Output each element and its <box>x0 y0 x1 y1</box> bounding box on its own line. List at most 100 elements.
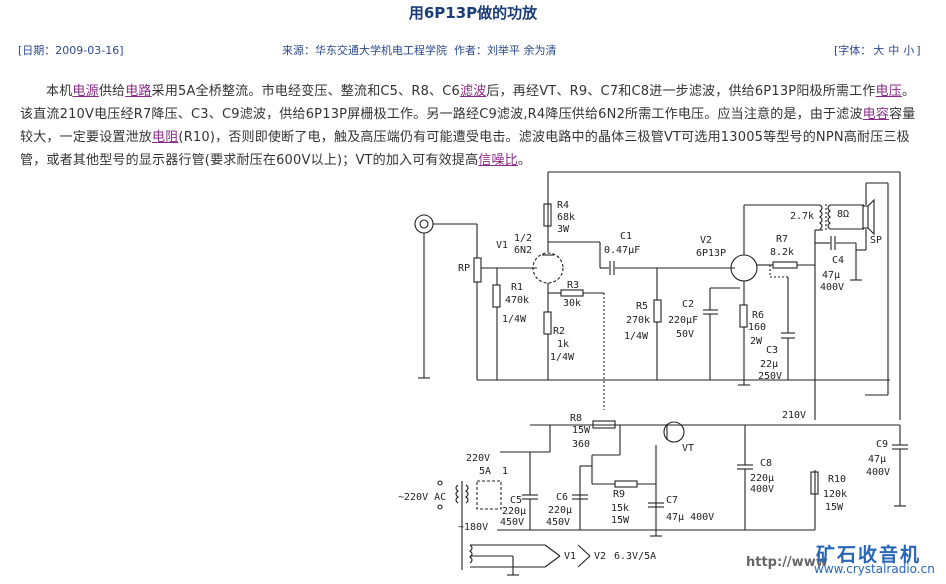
schematic-labels: R4 68k 3W V1 1/2 6N2 C1 0.47μF RP R1 470… <box>398 200 890 562</box>
label-r7: R7 <box>776 234 788 245</box>
label-220v-ac: ~220V AC <box>398 492 446 503</box>
keyword-link[interactable]: 电源 <box>72 84 99 99</box>
label-c7-value: 47μ 400V <box>666 512 714 523</box>
label-210v: 210V <box>782 410 806 421</box>
label-r6-power: 2W <box>750 336 763 347</box>
label-c9: C9 <box>876 439 888 450</box>
body-text: 。该直流210V电压经R7降压、C3、C9滤波，供给6P13P屏栅极工作。另一路… <box>20 84 916 122</box>
label-c2-value: 220μF <box>668 315 698 326</box>
label-pin-1: 1 <box>502 466 508 477</box>
label-r4-power: 3W <box>557 224 570 235</box>
label-r2-power: 1/4W <box>550 352 575 363</box>
label-c5-voltage: 450V <box>500 517 524 528</box>
keyword-link[interactable]: 电容 <box>862 107 890 122</box>
label-r2: R2 <box>553 326 565 337</box>
label-v1-half: 1/2 <box>514 233 532 244</box>
label-c8-voltage: 400V <box>750 484 774 495</box>
power-transformer-icon <box>437 480 591 576</box>
label-c2: C2 <box>682 299 694 310</box>
article-date: [日期：2009-03-16] <box>18 44 124 57</box>
input-jack-icon <box>414 214 478 379</box>
font-size-switcher: [字体：大中小] <box>834 42 921 58</box>
output-transformer-icon <box>819 204 823 230</box>
label-r8-value: 360 <box>572 439 590 450</box>
label-rp: RP <box>458 263 470 274</box>
tube-v1 <box>532 252 564 284</box>
label-speaker: SP <box>870 235 882 246</box>
label-r6-value: 160 <box>748 322 766 333</box>
potentiometer-rp <box>473 257 482 283</box>
body-text: 供给 <box>98 84 126 99</box>
article-source-author: 来源：华东交通大学机电工程学院 作者：刘举平 余为清 <box>282 42 557 58</box>
resistor-r9 <box>614 480 638 488</box>
label-c1-value: 0.47μF <box>604 245 640 256</box>
label-r1: R1 <box>511 282 523 293</box>
bridge-rectifier <box>476 480 502 510</box>
transistor-vt-icon <box>663 421 685 443</box>
label-r10-value: 120k <box>823 489 847 500</box>
keyword-link[interactable]: 电压 <box>875 84 902 99</box>
resistor-r8 <box>592 420 616 429</box>
keyword-link[interactable]: 滤波 <box>460 84 487 99</box>
label-vt: VT <box>682 443 694 454</box>
article-body: 本机电源供给电路采用5A全桥整流。市电经变压、整流和C5、R8、C6滤波后，再经… <box>20 80 926 172</box>
label-c5-value: 220μ <box>502 506 526 517</box>
label-r5-value: 270k <box>626 315 650 326</box>
label-v2: V2 <box>700 235 712 246</box>
keyword-link[interactable]: 电路 <box>125 84 152 99</box>
label-c3-value: 22μ <box>760 359 778 370</box>
label-r5: R5 <box>636 301 648 312</box>
font-size-medium[interactable]: 中 <box>888 44 900 57</box>
label-r8: R8 <box>570 413 582 424</box>
label-c4-voltage: 400V <box>820 282 844 293</box>
label-v2-type: 6P13P <box>696 248 726 259</box>
body-text: 后，再经VT、R9、C7和C8进一步滤波，供给6P13P阳极所需工作 <box>486 84 876 99</box>
label-r10-power: 15W <box>825 502 844 513</box>
label-r1-value: 470k <box>505 295 529 306</box>
label-r8-power: 15W <box>572 425 591 436</box>
resistor-r10 <box>810 471 819 495</box>
article-author: 作者：刘举平 余为清 <box>454 44 557 57</box>
label-r3: R3 <box>567 280 579 291</box>
resistor-r2 <box>543 311 552 335</box>
label-heater-v2: V2 <box>594 551 606 562</box>
label-c9-value: 47μ <box>868 454 886 465</box>
keyword-link[interactable]: 电阻 <box>152 130 179 145</box>
resistor-r5 <box>653 299 662 323</box>
label-r9-power: 15W <box>611 515 630 526</box>
label-c2-voltage: 50V <box>676 329 694 340</box>
font-size-label: [字体： <box>834 44 872 57</box>
label-5a: 5A <box>479 466 491 477</box>
body-text: 容量较大，一定要设置泄放 <box>20 107 916 145</box>
label-c8-value: 220μ <box>750 473 774 484</box>
label-r6: R6 <box>752 310 764 321</box>
resistor-r1 <box>492 284 501 308</box>
keyword-link[interactable]: 信噪比 <box>478 153 518 168</box>
label-v1: V1 <box>496 240 508 251</box>
watermark-http: http://www <box>746 555 828 570</box>
speaker-icon <box>862 205 869 229</box>
label-c4: C4 <box>832 255 844 266</box>
body-text: (R10)，否则即使断了电，触及高压端仍有可能遭受电击。滤波电路中的晶体三极管V… <box>20 130 910 168</box>
font-size-small[interactable]: 小 <box>903 44 915 57</box>
body-text: 。 <box>517 153 532 168</box>
label-v1-type: 6N2 <box>514 245 532 256</box>
label-r2-value: 1k <box>557 339 569 350</box>
label-r5-power: 1/4W <box>624 331 649 342</box>
label-c9-voltage: 400V <box>866 467 890 478</box>
body-text: 采用5A全桥整流。市电经变压、整流和C5、R8、C6 <box>151 84 460 99</box>
label-heater-v1: V1 <box>564 551 576 562</box>
resistor-r4 <box>543 203 552 227</box>
font-size-large[interactable]: 大 <box>873 44 885 57</box>
label-transformer-secondary: 8Ω <box>837 209 849 220</box>
label-c6-voltage: 450V <box>546 517 570 528</box>
label-c1: C1 <box>620 231 632 242</box>
watermark-logo: 矿石收音机 <box>816 544 922 566</box>
label-r1-power: 1/4W <box>502 314 527 325</box>
label-r4: R4 <box>557 200 569 211</box>
label-c6: C6 <box>556 492 568 503</box>
label-180v: ~180V <box>458 522 488 533</box>
label-r10: R10 <box>828 474 846 485</box>
font-size-bracket: ] <box>916 44 921 57</box>
